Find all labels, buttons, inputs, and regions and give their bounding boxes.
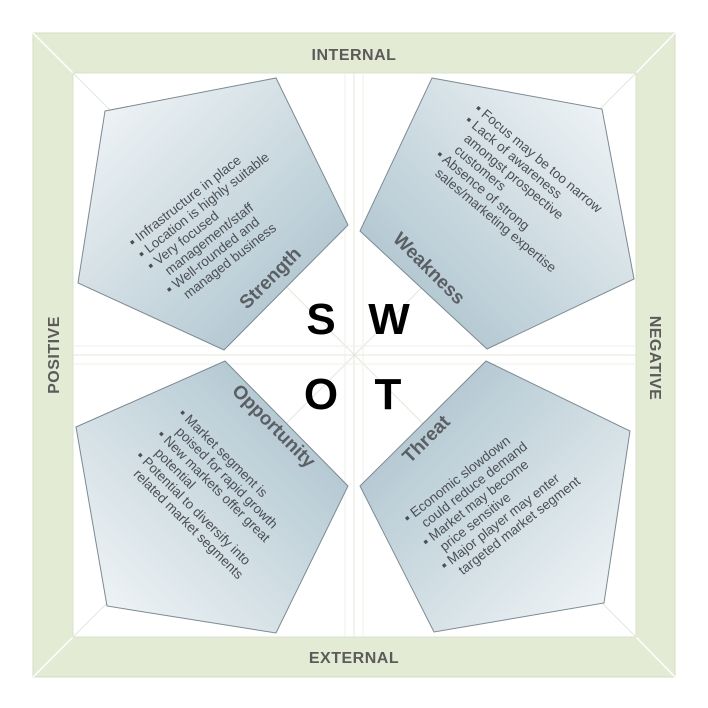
letter-t: T	[375, 370, 402, 419]
frame-corner-line	[635, 32, 676, 74]
weakness-panel	[359, 77, 635, 350]
frame-corner-line	[635, 636, 676, 678]
internal-label: INTERNAL	[312, 47, 397, 64]
letter-w: W	[368, 295, 410, 344]
threat-panel	[359, 360, 631, 633]
letter-s: S	[306, 295, 335, 344]
opportunity-panel	[75, 360, 349, 634]
external-label: EXTERNAL	[309, 650, 399, 667]
frame-corner-line	[32, 636, 74, 678]
letter-o: O	[304, 370, 338, 419]
frame-corner-line	[32, 32, 74, 74]
guide-lines-inner	[73, 73, 636, 637]
negative-label: NEGATIVE	[646, 316, 663, 401]
strength-panel	[77, 77, 349, 351]
positive-label: POSITIVE	[46, 316, 63, 394]
